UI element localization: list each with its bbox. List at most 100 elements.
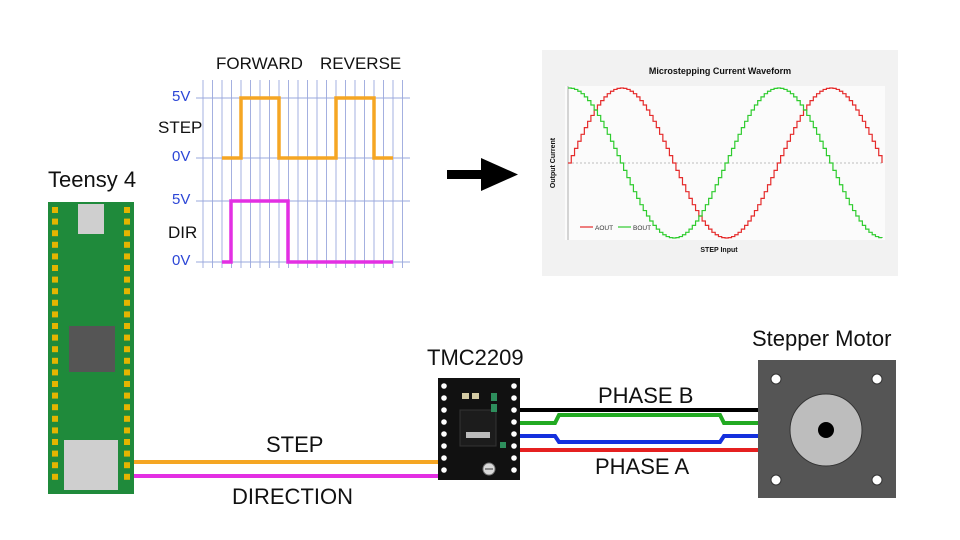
series-bout — [568, 87, 883, 239]
teensy-pin — [124, 392, 130, 399]
phase-b-wire-green — [520, 413, 765, 425]
dir-0v-label: 0V — [172, 252, 191, 269]
teensy-pin — [124, 218, 130, 225]
teensy-pin — [52, 218, 58, 225]
teensy-pin — [52, 381, 58, 387]
teensy-pin — [124, 473, 130, 480]
microstepping-chart: Microstepping Current Waveform STEP Inpu… — [542, 50, 898, 276]
teensy-pin — [124, 415, 130, 422]
teensy-pin — [52, 276, 58, 283]
teensy-pin — [52, 253, 58, 260]
driver-pin — [511, 419, 517, 425]
phase-a-label: PHASE A — [595, 454, 690, 479]
step-0v-label: 0V — [172, 148, 191, 165]
timing-grid — [202, 80, 403, 268]
teensy-pin — [124, 334, 130, 341]
driver-pin — [441, 407, 447, 413]
teensy-pins — [52, 207, 130, 480]
legend-label-bout: BOUT — [633, 225, 651, 232]
timing-dir-label: DIR — [168, 223, 198, 242]
teensy-pin — [52, 462, 58, 469]
teensy-pin — [52, 404, 58, 411]
timing-step-label: STEP — [158, 118, 203, 137]
stepper-motor-title: Stepper Motor — [752, 326, 892, 351]
timing-forward-label: FORWARD — [216, 54, 303, 73]
stepper-motor — [758, 360, 896, 498]
teensy-pin — [124, 265, 130, 271]
sd-card-slot — [64, 440, 118, 490]
teensy-pin — [124, 299, 130, 306]
driver-capacitor-3 — [500, 442, 506, 448]
driver-pin — [511, 395, 517, 401]
phase-a-wire-blue — [520, 434, 765, 444]
teensy-pin — [52, 323, 58, 329]
driver-pin — [511, 431, 517, 437]
driver-capacitor-2 — [491, 404, 497, 412]
driver-pin — [511, 383, 517, 389]
arrow-icon — [447, 158, 518, 191]
dir-waveform — [222, 199, 393, 264]
teensy-pin — [124, 230, 130, 237]
teensy-pin — [52, 311, 58, 318]
timing-diagram — [196, 80, 410, 268]
driver-pin — [441, 395, 447, 401]
driver-pin — [511, 407, 517, 413]
teensy-pin — [124, 288, 130, 295]
phase-b-label: PHASE B — [598, 383, 694, 408]
teensy-pin — [52, 439, 58, 445]
tmc2209-title: TMC2209 — [427, 345, 524, 370]
step-5v-label: 5V — [172, 88, 191, 105]
driver-pin — [511, 455, 517, 461]
driver-pin — [441, 443, 447, 449]
motor-shaft — [818, 422, 834, 438]
teensy-pin — [124, 276, 130, 283]
direction-wire-label: DIRECTION — [232, 484, 353, 509]
driver-pin — [511, 443, 517, 449]
teensy-pin — [124, 427, 130, 434]
teensy-title: Teensy 4 — [48, 167, 137, 192]
teensy-pin — [52, 299, 58, 306]
teensy-pin — [52, 415, 58, 422]
teensy-pin — [124, 357, 130, 364]
teensy-pin — [124, 439, 130, 445]
teensy-pin — [124, 207, 130, 213]
motor-mount-hole-br — [871, 474, 883, 486]
processor-chip — [69, 326, 115, 372]
teensy-pin — [52, 369, 58, 376]
teensy-pin — [124, 346, 130, 353]
driver-resistor-2 — [472, 393, 479, 399]
driver-pin — [441, 467, 447, 473]
chart-legend: AOUT BOUT — [580, 225, 651, 232]
usb-connector — [78, 204, 104, 234]
tmc2209-driver — [438, 378, 520, 480]
teensy-pin — [52, 450, 58, 457]
teensy-pin — [52, 473, 58, 480]
dir-5v-label: 5V — [172, 191, 191, 208]
teensy-pin — [124, 404, 130, 411]
teensy-pin — [52, 230, 58, 237]
driver-heatsink-mark — [466, 432, 490, 438]
motor-mount-hole-tl — [770, 373, 782, 385]
driver-pin — [511, 467, 517, 473]
teensy-pin — [52, 265, 58, 271]
teensy-pin — [52, 288, 58, 295]
driver-pin — [441, 419, 447, 425]
teensy-pin — [52, 207, 58, 213]
teensy-pin — [124, 241, 130, 248]
timing-reverse-label: REVERSE — [320, 54, 402, 73]
driver-pins — [441, 383, 517, 473]
driver-capacitor-1 — [491, 393, 497, 401]
chart-x-label: STEP Input — [700, 247, 738, 254]
teensy-pin — [124, 323, 130, 329]
teensy-pin — [124, 369, 130, 376]
motor-mount-hole-tr — [871, 373, 883, 385]
teensy-board — [48, 202, 134, 494]
teensy-pin — [124, 450, 130, 457]
teensy-pin — [124, 462, 130, 469]
teensy-pin — [52, 357, 58, 364]
teensy-pin — [124, 311, 130, 318]
teensy-pin — [52, 346, 58, 353]
step-wire-label: STEP — [266, 432, 324, 457]
driver-resistor-1 — [462, 393, 469, 399]
